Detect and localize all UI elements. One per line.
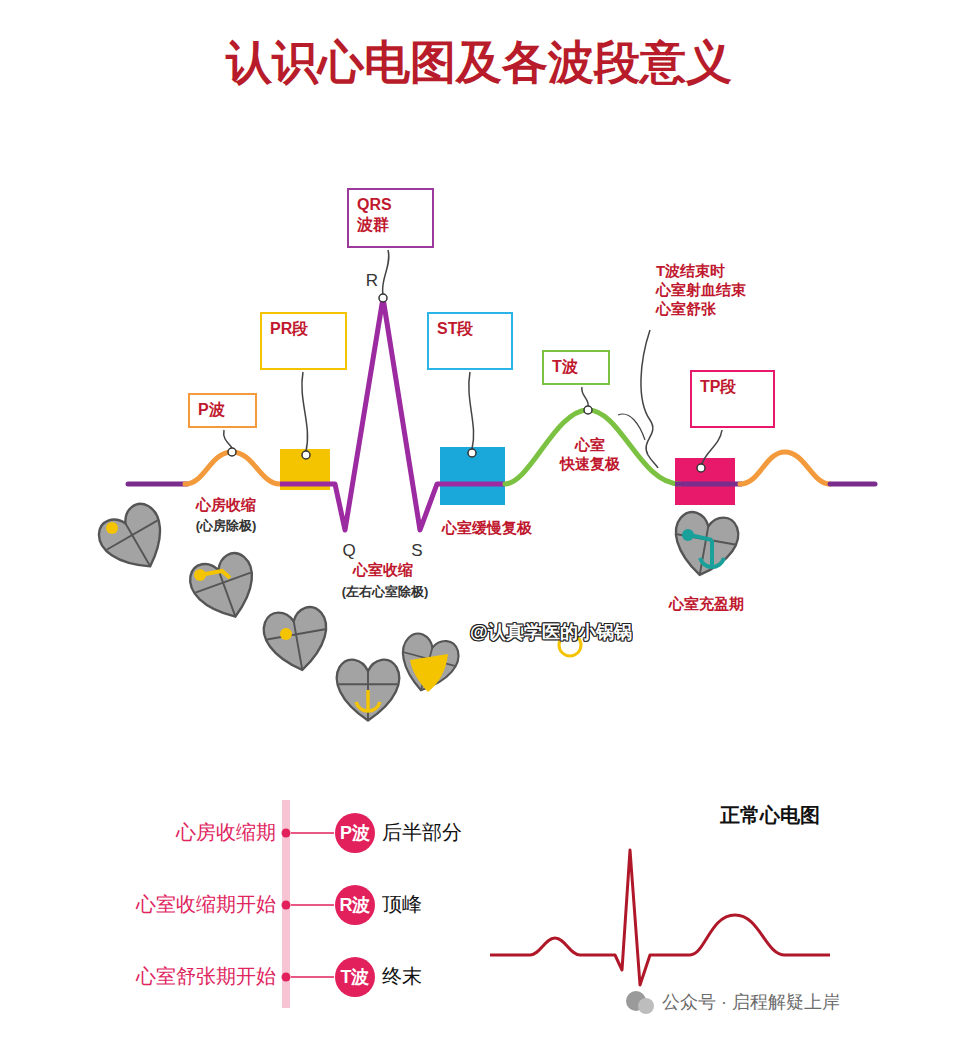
heart-icon bbox=[185, 549, 265, 628]
phase-note: T波结束时 心室射血结束 心室舒张 bbox=[656, 262, 760, 318]
sa-node-dot bbox=[106, 522, 118, 534]
heart-icon bbox=[93, 498, 178, 582]
valve-dot bbox=[682, 529, 694, 541]
baseline bbox=[128, 482, 187, 487]
timeline-dot bbox=[282, 973, 291, 982]
marker-dot bbox=[468, 449, 476, 457]
phase-label: 心室充盈期 bbox=[669, 595, 744, 614]
phase-label: 心房收缩 bbox=[196, 496, 256, 515]
phase-name: 心室收缩期开始 bbox=[136, 892, 276, 917]
heart-icon bbox=[261, 605, 333, 676]
p-wave-line bbox=[185, 452, 280, 484]
watermark: @认真学医的小锅锅 bbox=[470, 621, 632, 644]
leader-line bbox=[582, 387, 589, 406]
callout-box: ST段 bbox=[427, 312, 513, 370]
leader-line bbox=[641, 330, 658, 468]
phase-name: 心房收缩期 bbox=[176, 820, 276, 845]
leader-line bbox=[618, 414, 645, 440]
phase-note: (心房除极) bbox=[196, 518, 257, 534]
baseline bbox=[675, 482, 742, 487]
timeline-dot bbox=[282, 901, 291, 910]
timeline-dot bbox=[282, 829, 291, 838]
phase-name: 心室舒张期开始 bbox=[136, 964, 276, 989]
timeline-link bbox=[291, 833, 334, 977]
node-text: T波 bbox=[341, 966, 370, 989]
callout-box: P波 bbox=[188, 393, 257, 428]
leader-line bbox=[702, 430, 722, 464]
st-segment-block bbox=[440, 447, 505, 505]
wechat-icon bbox=[638, 998, 654, 1014]
p-wave-line bbox=[740, 452, 830, 484]
node-text: R波 bbox=[340, 894, 371, 917]
watermark: 公众号 · 启程解疑上岸 bbox=[662, 991, 840, 1014]
marker-dot bbox=[584, 406, 592, 414]
callout-box: QRS 波群 bbox=[347, 188, 434, 248]
conduction-path bbox=[356, 690, 380, 712]
leader-line bbox=[383, 250, 389, 294]
heart-icon bbox=[394, 631, 462, 698]
marker-dot bbox=[228, 448, 236, 456]
page-title: 认识心电图及各波段意义 bbox=[226, 34, 732, 92]
peak-letter: R bbox=[366, 270, 378, 291]
leader-line bbox=[469, 372, 474, 449]
wave-circle: T波 bbox=[335, 957, 375, 997]
marker-dot bbox=[379, 294, 387, 302]
phase-label: 心室收缩 bbox=[353, 561, 413, 580]
phase-label: 心室缓慢复极 bbox=[442, 519, 532, 538]
callout-box: TP段 bbox=[690, 370, 775, 428]
node-text: PR段 bbox=[270, 319, 337, 339]
heart-icon bbox=[669, 510, 741, 581]
node-text: TP段 bbox=[700, 377, 765, 397]
phase-label: 心室 快速复极 bbox=[554, 436, 626, 474]
node-text: P波 bbox=[340, 822, 370, 845]
sa-node-dot bbox=[194, 569, 206, 581]
normal-ecg-line bbox=[490, 850, 830, 985]
baseline bbox=[830, 482, 875, 487]
filling-arrow bbox=[690, 535, 724, 567]
phase-note: (左右心室除极) bbox=[342, 584, 429, 600]
marker-dot bbox=[697, 464, 705, 472]
node-text: T波 bbox=[552, 357, 600, 377]
heart-icon bbox=[337, 660, 400, 721]
ventricle-fill bbox=[410, 654, 448, 692]
callout-box: T波 bbox=[542, 350, 610, 385]
wave-circle: R波 bbox=[335, 885, 375, 925]
node-text: P波 bbox=[198, 400, 247, 420]
leader-line bbox=[302, 372, 308, 451]
point-note: 后半部分 bbox=[382, 820, 462, 845]
wave-circle: P波 bbox=[335, 813, 375, 853]
point-note: 顶峰 bbox=[382, 892, 422, 917]
callout-box: PR段 bbox=[260, 312, 347, 370]
t-wave-line bbox=[505, 410, 680, 484]
leader-line bbox=[224, 430, 232, 448]
point-note: 终末 bbox=[382, 964, 422, 989]
chart-title: 正常心电图 bbox=[720, 803, 820, 828]
node-text: ST段 bbox=[437, 319, 503, 339]
av-node-dot bbox=[280, 628, 292, 640]
node-text: QRS 波群 bbox=[357, 195, 401, 235]
timeline-bar bbox=[282, 800, 290, 1008]
peak-letter: S bbox=[411, 540, 422, 561]
peak-letter: Q bbox=[342, 540, 355, 561]
marker-dot bbox=[302, 451, 310, 459]
